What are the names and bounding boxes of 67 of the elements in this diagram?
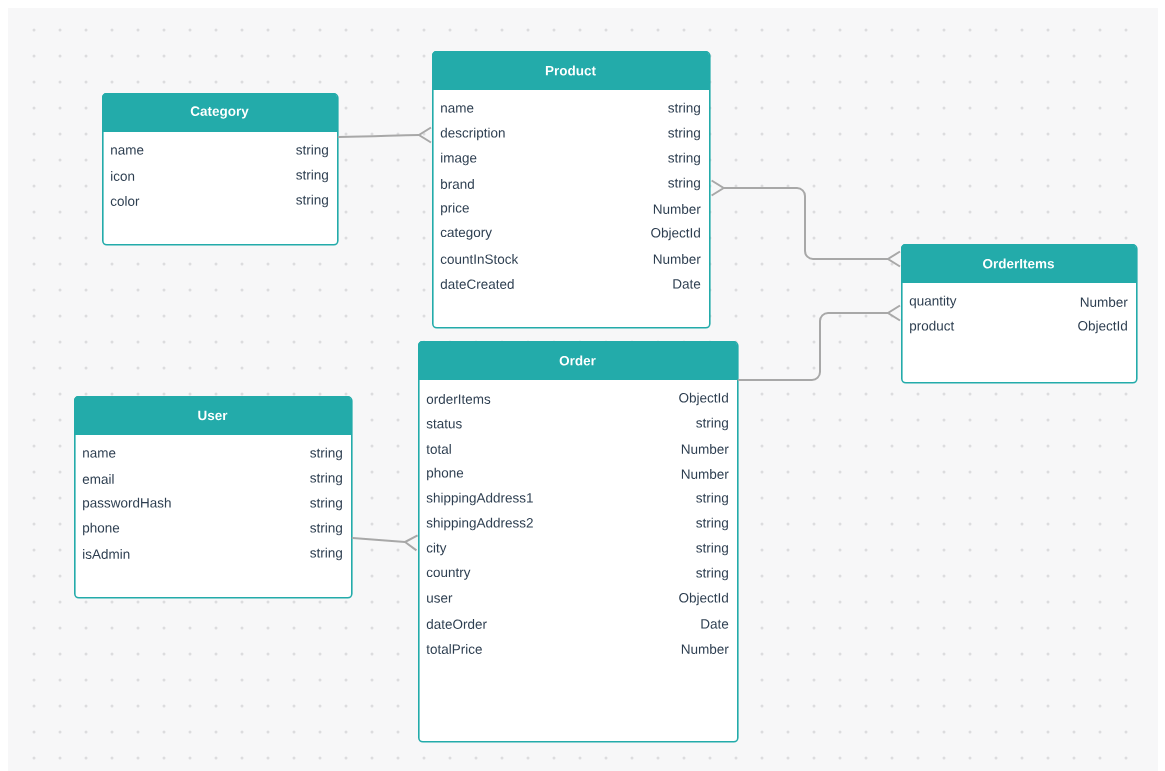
field-name: name: [441, 105, 474, 113]
field-name: user: [427, 595, 453, 603]
field-type: string: [696, 567, 728, 581]
field-type: string: [310, 497, 342, 511]
field-type: string: [696, 492, 728, 506]
table-title: OrderItems: [983, 258, 1054, 269]
field-name: quantity: [909, 295, 957, 309]
field-type: string: [310, 472, 342, 486]
field-name: name: [83, 450, 116, 458]
field-name: total: [426, 444, 451, 454]
field-type: string: [296, 169, 328, 183]
field-name: name: [111, 147, 144, 155]
field-type: string: [696, 542, 728, 556]
field-type: ObjectId: [1078, 320, 1127, 334]
field-type: string: [668, 152, 700, 166]
field-type: string: [296, 194, 328, 208]
field-name: city: [426, 542, 447, 556]
field-name: phone: [83, 522, 120, 536]
field-name: status: [426, 419, 462, 429]
field-type: Number: [681, 644, 729, 654]
field-type: string: [668, 127, 700, 141]
field-name: passwordHash: [83, 497, 171, 511]
field-name: dateCreated: [440, 279, 514, 289]
field-name: price: [441, 202, 469, 216]
field-type: Date: [673, 279, 701, 289]
field-type: Number: [653, 204, 701, 214]
field-type: string: [310, 522, 342, 536]
relation-line: [737, 304, 901, 381]
field-type: Number: [1080, 297, 1128, 307]
field-type: Date: [701, 619, 729, 629]
table-title: Category: [190, 106, 249, 119]
field-type: string: [310, 547, 342, 561]
table-title: User: [198, 410, 228, 421]
field-type: Number: [681, 469, 729, 479]
field-name: country: [426, 568, 471, 580]
table-title: Order: [559, 355, 596, 366]
field-name: totalPrice: [426, 644, 482, 654]
field-name: dateOrder: [426, 619, 487, 629]
field-name: icon: [111, 171, 135, 181]
relation-line: [337, 126, 432, 144]
field-type: string: [696, 517, 728, 531]
field-name: email: [82, 474, 114, 484]
table-title: Product: [545, 65, 596, 76]
field-type: ObjectId: [651, 227, 700, 241]
field-name: orderItems: [426, 394, 491, 404]
field-type: Number: [681, 444, 729, 454]
relation-line: [710, 179, 901, 268]
field-name: color: [110, 196, 140, 206]
field-name: phone: [427, 467, 464, 481]
field-name: description: [440, 127, 505, 141]
field-type: ObjectId: [679, 592, 728, 606]
field-type: string: [310, 447, 342, 461]
field-name: brand: [441, 179, 474, 189]
field-name: shippingAddress2: [426, 517, 533, 531]
field-name: image: [441, 152, 477, 166]
field-name: shippingAddress1: [426, 492, 533, 506]
field-type: string: [296, 144, 328, 158]
relation-line: [351, 534, 419, 552]
field-name: isAdmin: [83, 549, 130, 559]
field-type: ObjectId: [679, 392, 728, 406]
field-name: category: [440, 228, 492, 240]
field-name: countInStock: [440, 254, 519, 264]
field-type: string: [668, 102, 700, 116]
field-type: string: [696, 417, 728, 431]
field-name: product: [910, 320, 955, 334]
field-type: string: [668, 177, 700, 191]
field-type: Number: [653, 254, 701, 264]
